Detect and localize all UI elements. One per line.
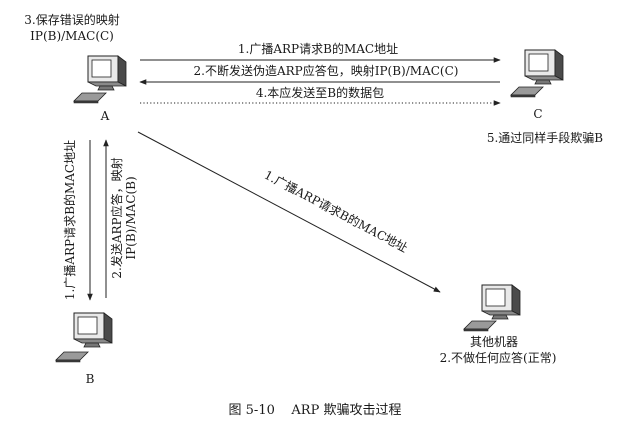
computer-b: B	[55, 312, 113, 386]
arrow-a-to-b-broadcast: 1.广播ARP请求B的MAC地址	[62, 140, 93, 301]
computer-a-label: A	[100, 109, 110, 123]
computer-b-label: B	[86, 372, 95, 386]
arrow-a-to-b-broadcast-label: 1.广播ARP请求B的MAC地址	[62, 140, 77, 300]
figure-caption: 图 5-10 ARP 欺骗攻击过程	[229, 403, 402, 418]
computer-c-icon	[510, 49, 564, 98]
other-machine-icon	[463, 284, 521, 332]
arrow-a-to-other-broadcast-label: 1.广播ARP请求B的MAC地址	[262, 167, 411, 255]
computer-a-note-line1: 3.保存错误的映射	[24, 12, 119, 27]
arrow-c-to-a-reply-label: 2.不断发送伪造ARP应答包，映射IP(B)/MAC(C)	[194, 63, 459, 78]
computer-a-note-line2: IP(B)/MAC(C)	[30, 29, 114, 43]
arrow-a-to-c-broadcast: 1.广播ARP请求B的MAC地址	[140, 41, 501, 63]
arrow-b-to-a-reply-label-line2: IP(B)/MAC(B)	[124, 176, 138, 259]
arrow-c-to-a-reply: 2.不断发送伪造ARP应答包，映射IP(B)/MAC(C)	[139, 63, 500, 85]
arrow-a-to-c-broadcast-label: 1.广播ARP请求B的MAC地址	[238, 41, 398, 56]
arrow-b-to-a-reply: 2.发送ARP应答，映射 IP(B)/MAC(B)	[103, 139, 138, 298]
other-machine: 其他机器 2.不做任何应答(正常)	[440, 284, 557, 365]
computer-a: A 3.保存错误的映射 IP(B)/MAC(C)	[24, 12, 127, 123]
computer-c: C 5.通过同样手段欺骗B	[487, 49, 603, 145]
arrow-a-to-c-data-label: 4.本应发送至B的数据包	[256, 85, 384, 100]
other-machine-note: 2.不做任何应答(正常)	[440, 350, 557, 365]
other-machine-label: 其他机器	[470, 335, 518, 349]
arrow-a-to-c-data: 4.本应发送至B的数据包	[140, 85, 501, 106]
computer-a-icon	[73, 55, 127, 104]
arrow-a-to-other-broadcast: 1.广播ARP请求B的MAC地址	[137, 131, 441, 293]
computer-c-label: C	[533, 107, 542, 121]
arrow-b-to-a-reply-label-line1: 2.发送ARP应答，映射	[109, 157, 124, 278]
computer-c-note: 5.通过同样手段欺骗B	[487, 130, 603, 145]
computer-b-icon	[55, 312, 113, 363]
